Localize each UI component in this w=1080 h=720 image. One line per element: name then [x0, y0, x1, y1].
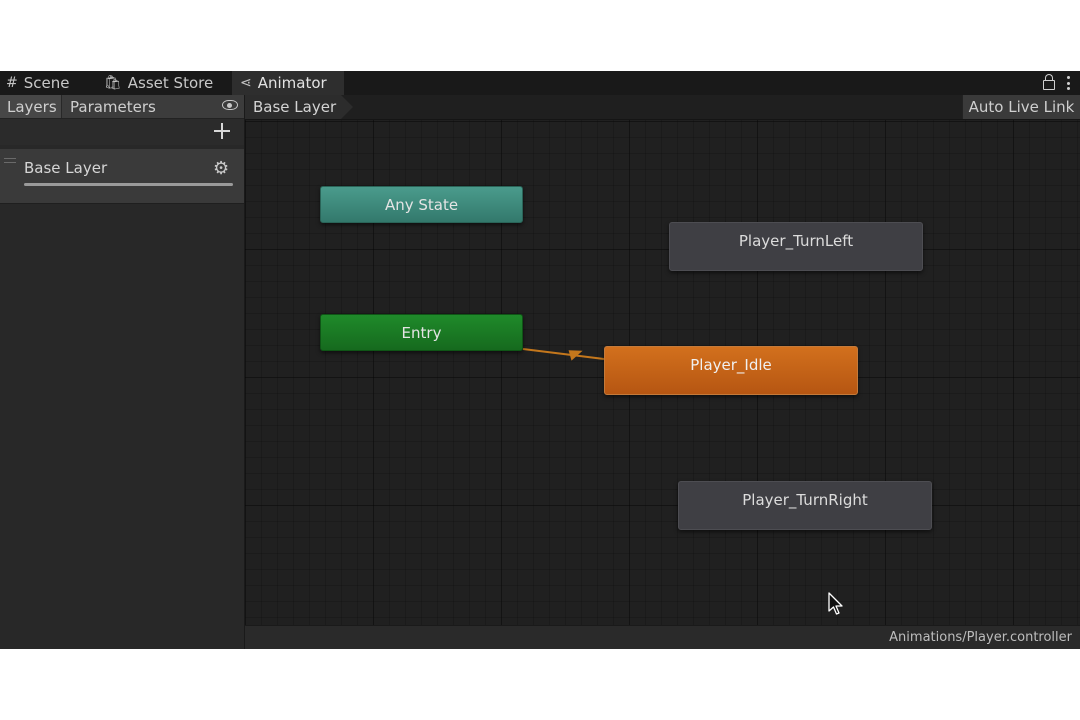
mouse-cursor-icon	[828, 592, 843, 615]
layers-panel: Layers Parameters Base Layer ⚙	[0, 95, 245, 649]
breadcrumb[interactable]: Base Layer	[245, 95, 353, 119]
state-player-turnright[interactable]: Player_TurnRight	[678, 481, 932, 530]
state-label: Player_Idle	[690, 356, 772, 374]
tab-label: Scene	[23, 74, 70, 92]
tab-parameters[interactable]: Parameters	[70, 97, 156, 116]
grid-icon: #	[6, 75, 18, 91]
state-player-idle[interactable]: Player_Idle	[604, 346, 858, 395]
shopping-bag-icon: 🛍	[104, 75, 122, 91]
editor-tab-bar: # Scene 🛍 Asset Store ⋖ Animator	[0, 71, 1080, 95]
gear-icon[interactable]: ⚙	[213, 158, 230, 179]
layer-name: Base Layer	[24, 159, 108, 177]
tab-label: Asset Store	[127, 74, 214, 92]
transition-arrowhead	[568, 350, 583, 361]
eye-icon[interactable]	[222, 100, 238, 110]
tab-scene[interactable]: # Scene	[6, 71, 96, 95]
drag-handle-icon[interactable]	[4, 158, 16, 166]
state-label: Any State	[384, 196, 459, 214]
breadcrumb-base-layer: Base Layer	[253, 98, 337, 116]
state-entry[interactable]: Entry	[320, 314, 523, 351]
tab-layers[interactable]: Layers	[0, 95, 62, 118]
transition-entry-to-idle[interactable]	[522, 348, 605, 360]
panel-tabs: Layers Parameters	[0, 95, 244, 119]
graph-header: Base Layer Auto Live Link	[245, 95, 1080, 120]
animator-window: # Scene 🛍 Asset Store ⋖ Animator Layers …	[0, 71, 1080, 649]
kebab-menu-icon[interactable]	[1067, 76, 1070, 90]
auto-live-link-button[interactable]: Auto Live Link	[962, 95, 1080, 119]
add-layer-icon[interactable]	[214, 123, 230, 139]
animator-icon: ⋖	[240, 75, 252, 91]
layers-toolbar	[0, 119, 244, 145]
state-machine-graph[interactable]: Base Layer Auto Live Link Any State Entr…	[245, 95, 1080, 649]
layer-weight-bar	[24, 183, 233, 186]
controller-path: Animations/Player.controller	[889, 630, 1072, 645]
tab-label: Animator	[257, 74, 327, 92]
state-player-turnleft[interactable]: Player_TurnLeft	[669, 222, 923, 271]
tab-asset-store[interactable]: 🛍 Asset Store	[104, 71, 224, 95]
state-label: Player_TurnLeft	[738, 232, 854, 250]
state-label: Player_TurnRight	[742, 491, 868, 509]
lock-icon[interactable]	[1043, 74, 1055, 90]
state-label: Entry	[401, 324, 442, 342]
window-controls	[1043, 71, 1070, 95]
status-bar: Animations/Player.controller	[245, 625, 1080, 649]
state-any-state[interactable]: Any State	[320, 186, 523, 223]
layer-item-base-layer[interactable]: Base Layer ⚙	[0, 149, 244, 204]
tab-animator[interactable]: ⋖ Animator	[232, 71, 344, 95]
